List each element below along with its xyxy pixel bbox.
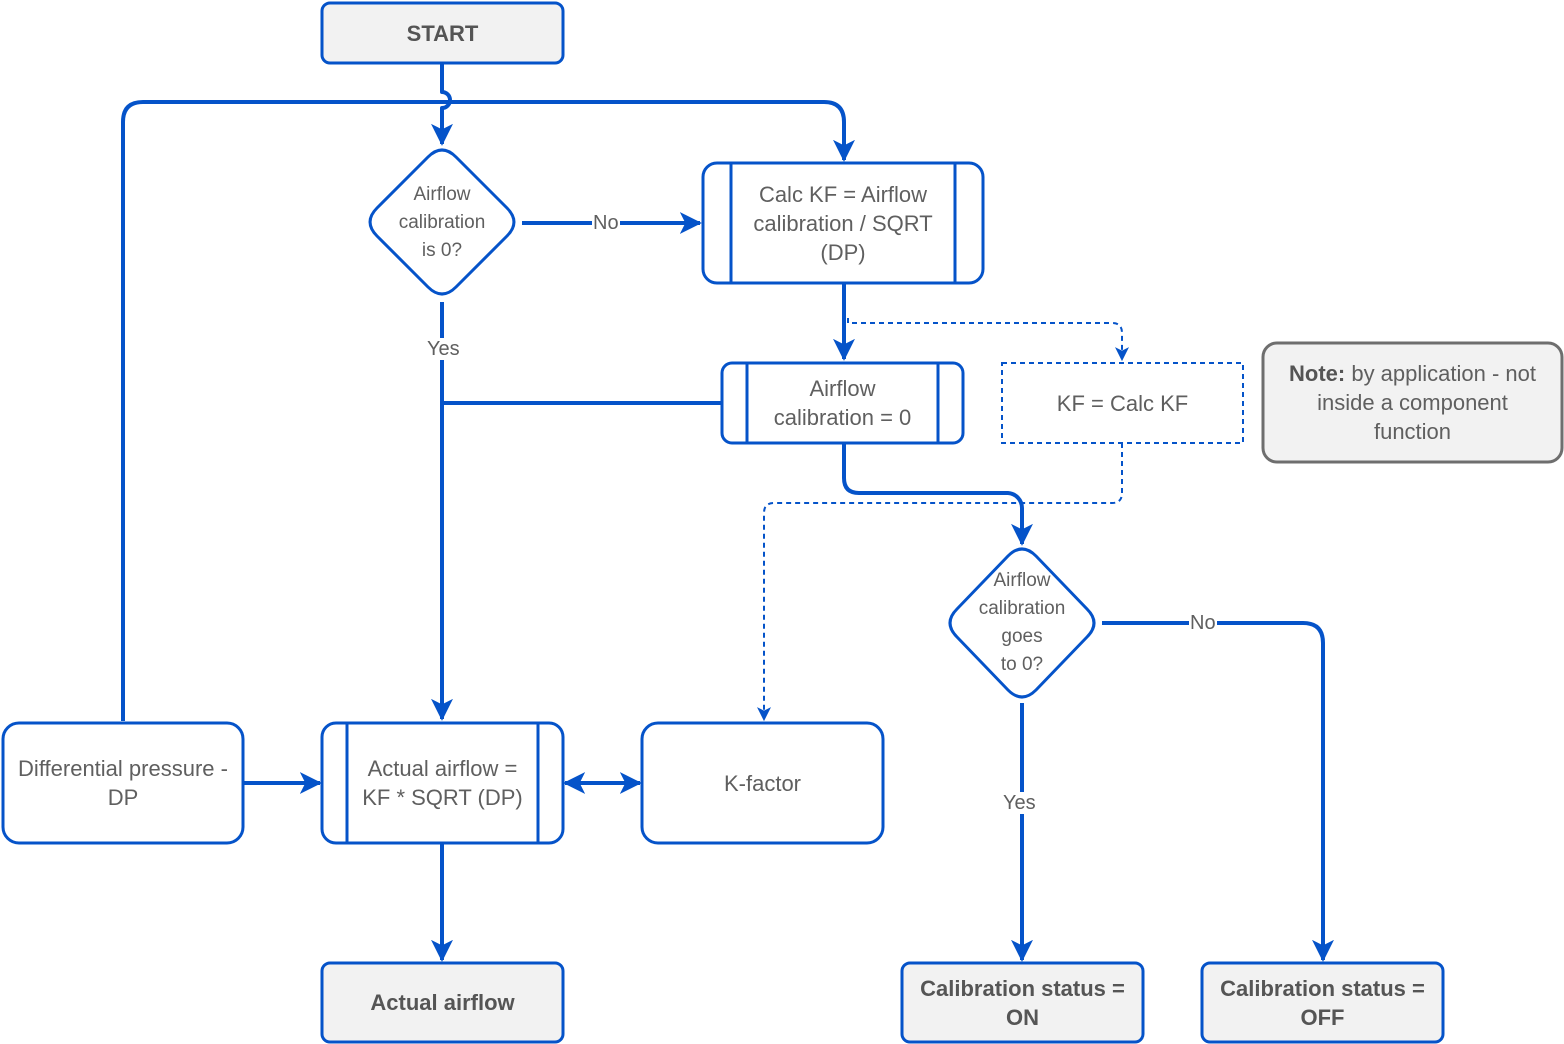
edge-calc-to-kfassign — [847, 318, 1129, 362]
decision2-no-label: No — [1189, 612, 1217, 634]
actual-airflow-calc-process — [320, 721, 565, 845]
edge-dp-loop-to-calc — [121, 100, 855, 721]
note-label: Note: by application - not inside a comp… — [1263, 343, 1562, 462]
airflow-cal-zero-label: Airflow calibration = 0 — [773, 376, 912, 430]
note-line-2: inside a component — [1317, 390, 1508, 415]
kf-assign-label: KF = Calc KF — [1056, 390, 1189, 416]
decision1-yes-label: Yes — [426, 338, 461, 360]
note-box — [1261, 341, 1564, 464]
cal-status-on-terminal — [900, 961, 1145, 1044]
start-terminal — [320, 1, 565, 65]
decision1-label: Airflow calibration is 0? — [398, 184, 486, 261]
edge-calzero-to-decision2 — [842, 443, 1033, 546]
actual-airflow-terminal — [320, 961, 565, 1044]
note-line-3: function — [1373, 419, 1452, 444]
note-bold: Note: — [1289, 361, 1346, 386]
actual-airflow-calc-label: Actual airflow = KF * SQRT (DP) — [362, 756, 523, 810]
start-label: START — [406, 20, 479, 46]
airflow-cal-zero-process — [720, 361, 965, 445]
cal-status-off-label: Calibration status = OFF — [1220, 975, 1425, 1030]
k-factor-label: K-factor — [723, 770, 802, 796]
cal-status-on-label: Calibration status = ON — [920, 975, 1125, 1030]
note-line-1: by application - not — [1345, 361, 1536, 386]
decision2-yes-label: Yes — [1002, 792, 1037, 814]
cal-status-off-terminal — [1200, 961, 1445, 1044]
actual-airflow-label: Actual airflow — [370, 990, 515, 1015]
decision2-diamond — [948, 547, 1096, 699]
edge-decision2-no — [1102, 621, 1334, 962]
k-factor-box — [640, 721, 885, 845]
decision1-no-label: No — [592, 212, 620, 234]
edge-kfassign-to-kfactor — [757, 443, 1123, 722]
decision2-label: Airflow calibration goes to 0? — [978, 570, 1066, 675]
calc-kf-label: Calc KF = Airflow calibration / SQRT (DP… — [753, 181, 933, 265]
differential-pressure-label: Differential pressure - DP — [18, 756, 228, 810]
kf-assign-box — [1001, 362, 1244, 444]
differential-pressure-box — [1, 721, 245, 845]
decision1-diamond — [368, 148, 516, 296]
calc-kf-process — [701, 161, 985, 285]
